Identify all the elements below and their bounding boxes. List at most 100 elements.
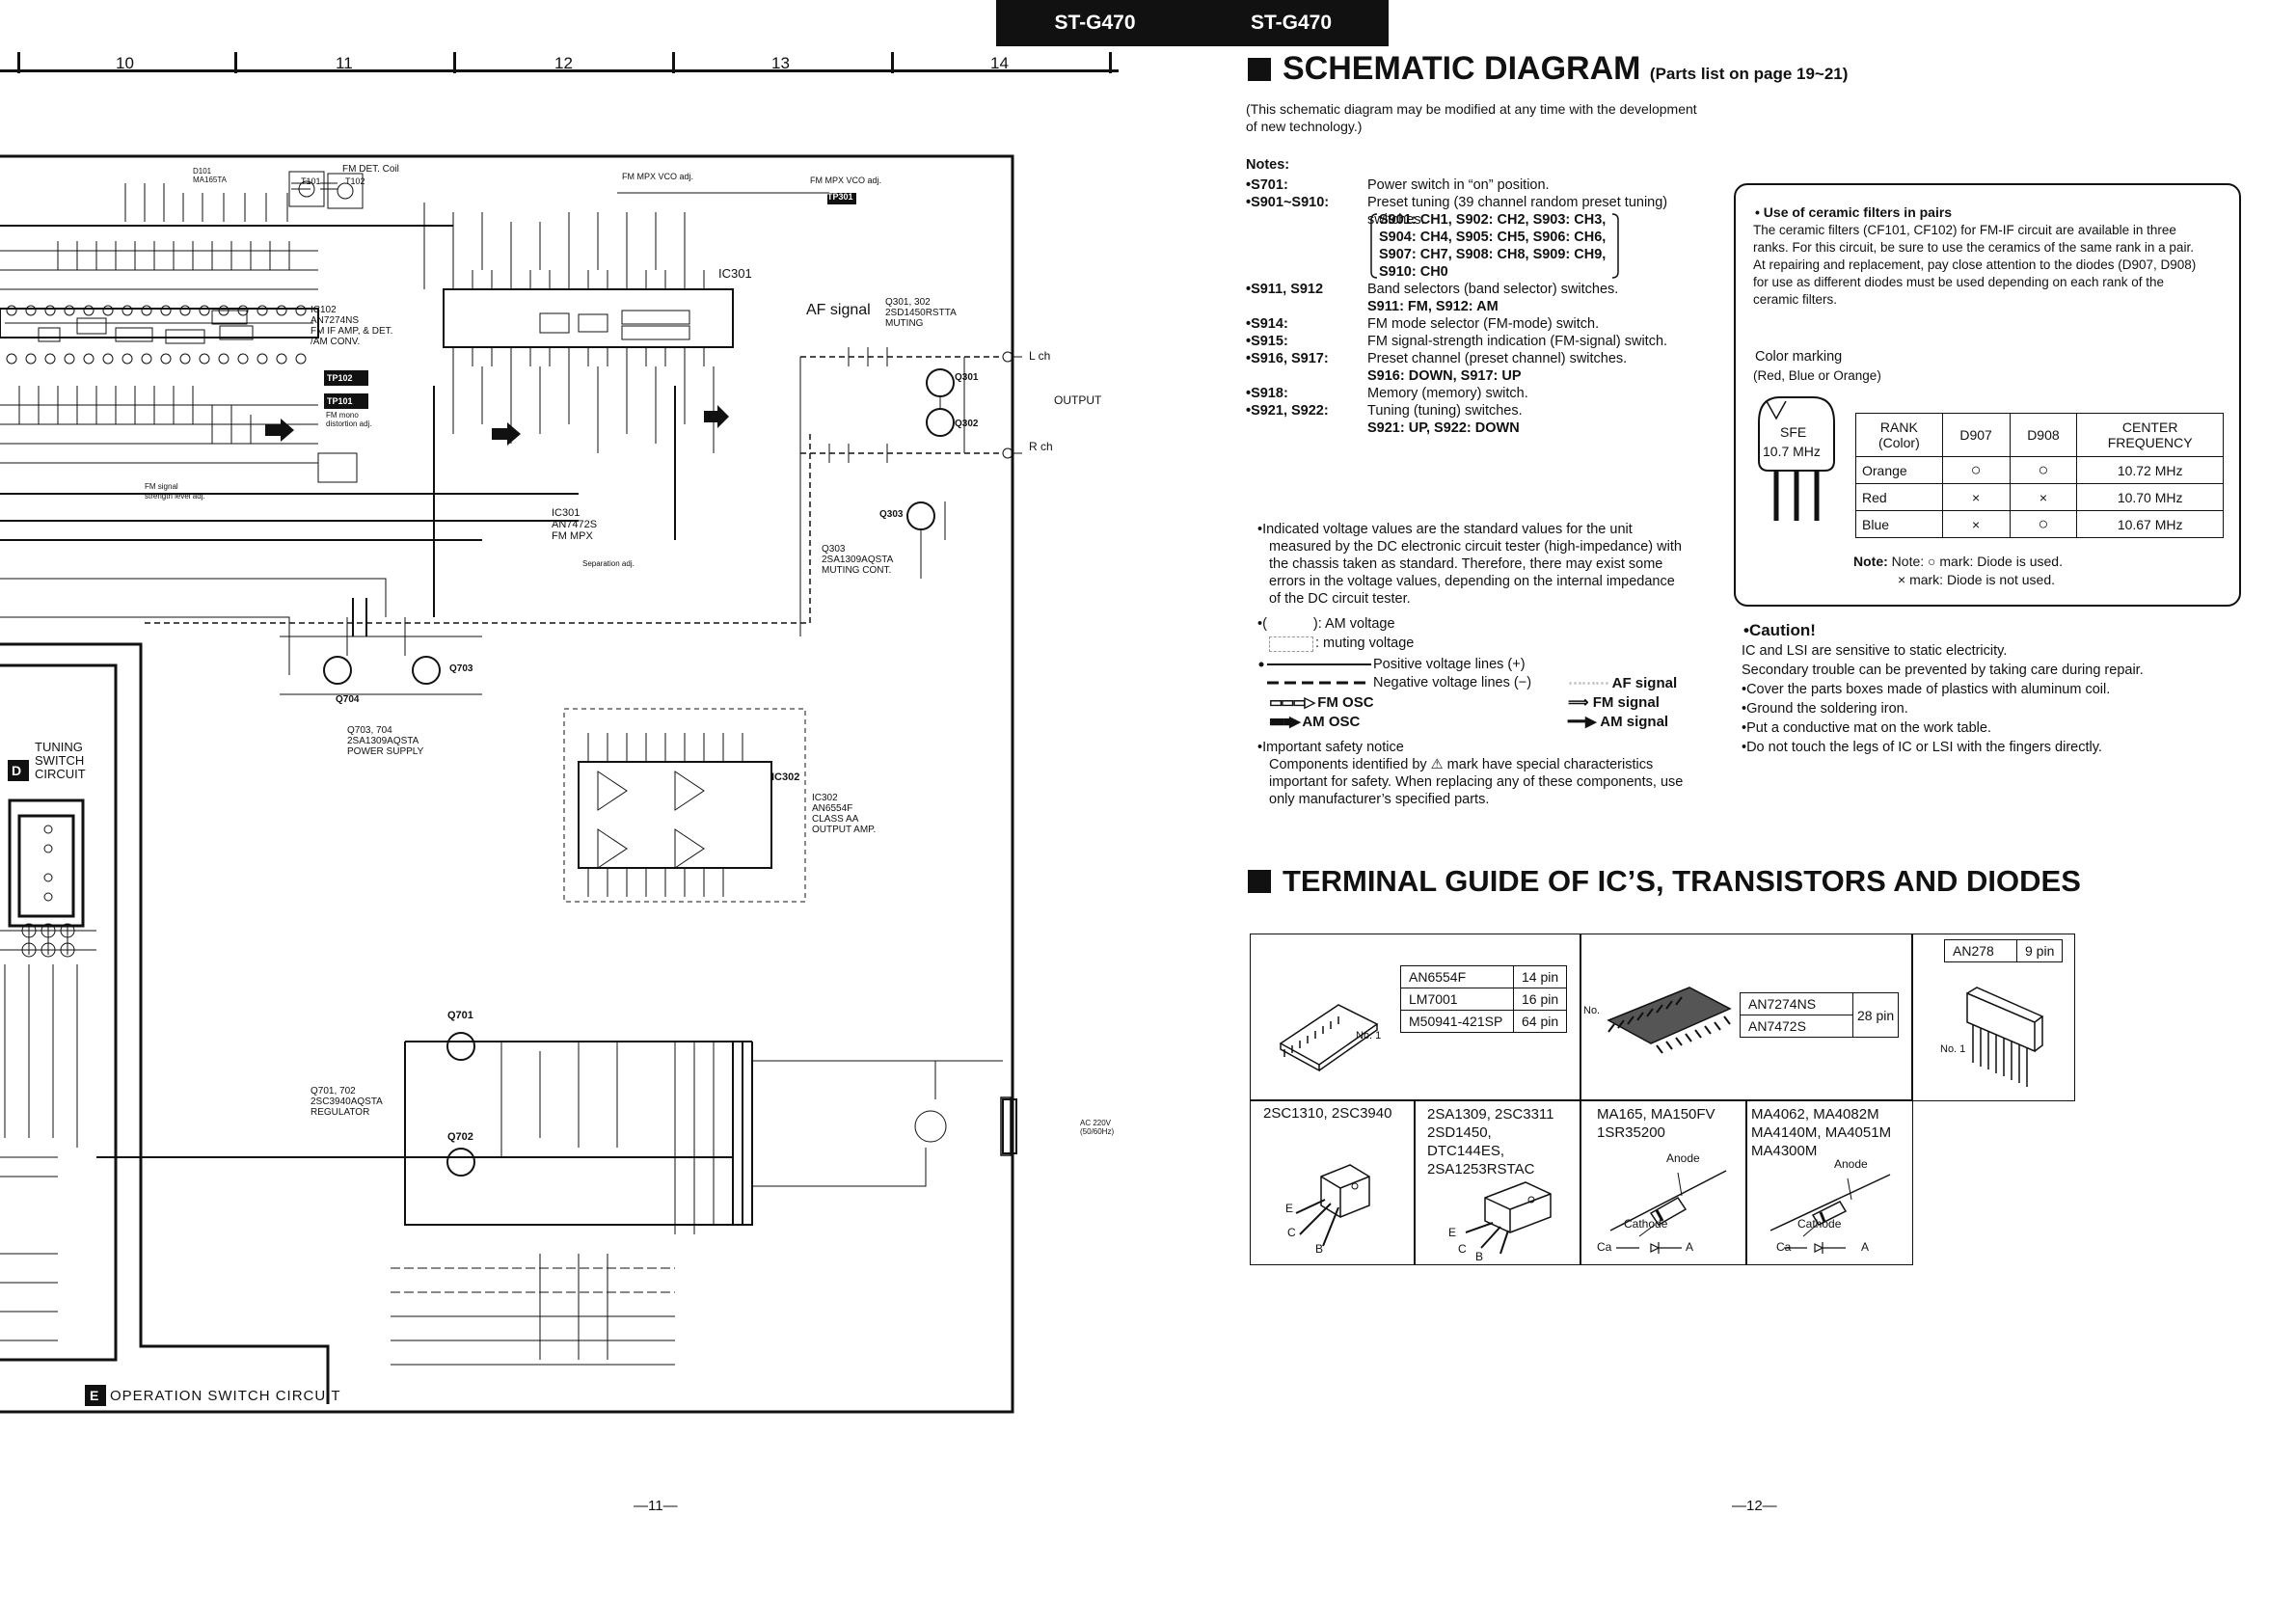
circuit-letter-e: E (90, 1388, 99, 1403)
disclaimer-line: (This schematic diagram may be modified … (1246, 101, 1697, 117)
ic-group1-no: No. 1 (1356, 1030, 1382, 1042)
tuning-switch-frame (8, 798, 85, 928)
ruler-tick (453, 52, 456, 73)
transistor1-b: B (1315, 1242, 1324, 1256)
power-supply-block (96, 1032, 1017, 1234)
column-number-12: 12 (554, 54, 573, 72)
note-row: S916: DOWN, S917: UP (1367, 368, 1522, 384)
label-af-signal: AF signal (806, 302, 871, 318)
safety-line: Components identified by ⚠ mark have spe… (1269, 757, 1654, 772)
ruler-tick (1109, 52, 1112, 73)
schematic-heading: SCHEMATIC DIAGRAM (Parts list on page 19… (1248, 50, 1848, 88)
label-tp301: TP301 (827, 192, 853, 202)
label-fm-mpx-vco-adj-2: FM MPX VCO adj. (810, 176, 882, 185)
rank-cell: Red (1855, 483, 1943, 511)
caution-line: IC and LSI are sensitive to static elect… (1742, 643, 2008, 659)
label-tuning-switch-circuit: TUNING SWITCH CIRCUIT (35, 740, 86, 781)
label-ic302-desc: IC302 AN6554F CLASS AA OUTPUT AMP. (812, 793, 877, 835)
signal-arrow (704, 405, 729, 428)
fm-signal-legend: ⟹ FM signal (1568, 694, 1660, 711)
note-row: S901: CH1, S902: CH2, S903: CH3, (1379, 212, 1607, 228)
diode2-cathode: Cathode (1797, 1217, 1842, 1231)
tp301-marker (827, 193, 856, 204)
caution-line: •Do not touch the legs of IC or LSI with… (1742, 740, 2102, 755)
bottom-leads (391, 1254, 675, 1366)
tp101-marker (324, 393, 368, 409)
ic301-block (423, 203, 734, 617)
line-legend-symbols (1258, 662, 1371, 685)
ac-inlet (1000, 1096, 1012, 1156)
am-osc-arrow-icon: ■■■▶ (1269, 714, 1301, 730)
transistor2-drawing (1465, 1181, 1552, 1255)
label-t102: T102 (345, 176, 365, 186)
note-row: S907: CH7, S908: CH8, S909: CH9, (1379, 247, 1607, 262)
ruler-tick (672, 52, 675, 73)
caution-title: •Caution! (1743, 621, 1816, 639)
operation-frame (0, 642, 330, 1404)
sfe-filter-drawing (1758, 396, 1835, 521)
d907-header: D907 (1941, 413, 2011, 457)
label-l-ch: L ch (1029, 349, 1051, 363)
ceramic-title: • Use of ceramic filters in pairs (1755, 204, 1953, 220)
label-ic102: IC102 AN7274NS FM IF AMP, & DET. /AM CON… (311, 305, 393, 347)
label-ic301-an7472s: IC301 AN7472S FM MPX (552, 507, 598, 542)
fm-osc-arrow-icon: ▭▭▭▷ (1269, 694, 1315, 711)
label-q301-q302: Q301, 302 2SD1450RSTTA MUTING (885, 297, 957, 329)
d907-cell: ○ (1941, 456, 2011, 484)
ceramic-line: ceramic filters. (1753, 292, 1838, 307)
tuning-switch-frame-inner (17, 814, 75, 918)
pin-cell: 14 pin (1512, 965, 1568, 988)
label-q302: Q302 (955, 419, 979, 429)
label-output: OUTPUT (1054, 393, 1102, 407)
ceramic-description: The ceramic filters (CF101, CF102) for F… (1753, 222, 2235, 309)
ruler-tick (17, 52, 20, 73)
schematic-frame (0, 154, 1014, 1414)
label-tp102: TP102 (327, 373, 353, 383)
color-marking-label: Color marking (1755, 349, 1843, 365)
disclaimer: (This schematic diagram may be modified … (1246, 100, 1697, 135)
label-fm-signal-level-adj: FM signal strength level adj. (145, 482, 205, 501)
voltage-note-line: •Indicated voltage values are the standa… (1257, 522, 1633, 537)
sip-ic-drawing (1966, 987, 2044, 1087)
label-tp101: TP101 (327, 396, 353, 406)
ic-group3-cell (1911, 934, 2075, 1101)
positive-voltage-lines: Positive voltage lines (+) (1373, 657, 1526, 672)
label-ic302-block: IC302 (771, 771, 800, 783)
part-cell: AN278 (1944, 939, 2017, 962)
transistor2-e: E (1448, 1226, 1457, 1239)
table-row: AN7472S (1740, 1015, 1899, 1038)
tuning-switch-symbols (0, 825, 96, 1341)
transistor2-part: 2SA1309, 2SC3311 (1427, 1106, 1554, 1123)
ceramic-filter-box (1734, 183, 2241, 607)
diode2-ca: Ca (1776, 1240, 1792, 1254)
ruler-tick (891, 52, 894, 73)
label-q704: Q704 (336, 694, 360, 705)
note-row: S911: FM, S912: AM (1367, 299, 1499, 314)
rank-cell: Orange (1855, 456, 1943, 484)
label-fm-det-coil: FM DET. Coil (342, 164, 399, 175)
ic302-block (563, 708, 806, 903)
model-header-right: ST-G470 (1194, 0, 1389, 46)
label-q303: Q303 (879, 509, 904, 520)
terminal-guide-heading: TERMINAL GUIDE OF IC’S, TRANSISTORS AND … (1248, 864, 2081, 899)
page-number-right: —12— (1732, 1498, 1777, 1514)
rank-header: RANK (Color) (1855, 413, 1943, 457)
d907-cell: × (1941, 483, 2011, 511)
label-operation-switch-circuit: OPERATION SWITCH CIRCUIT (110, 1388, 341, 1404)
note-row: •S915:FM signal-strength indication (FM-… (1246, 334, 1668, 349)
ceramic-line: The ceramic filters (CF101, CF102) for F… (1753, 223, 2176, 237)
label-d101: D101 MA165TA (193, 167, 227, 184)
transistor1-e: E (1285, 1202, 1294, 1215)
heading-square-icon (1248, 870, 1271, 893)
label-ac-220v: AC 220V (50/60Hz) (1080, 1119, 1115, 1136)
note-row: •S901~S910:Preset tuning (39 channel ran… (1246, 195, 1668, 228)
transistor1-parts: 2SC1310, 2SC3940 (1263, 1105, 1392, 1122)
am-voltage-legend: •(): AM voltage (1257, 616, 1395, 632)
page-number-left: —11— (634, 1498, 678, 1514)
sfe-label: SFE (1780, 424, 1807, 440)
d908-header: D908 (2009, 413, 2078, 457)
frequency-cell: 10.72 MHz (2076, 456, 2224, 484)
